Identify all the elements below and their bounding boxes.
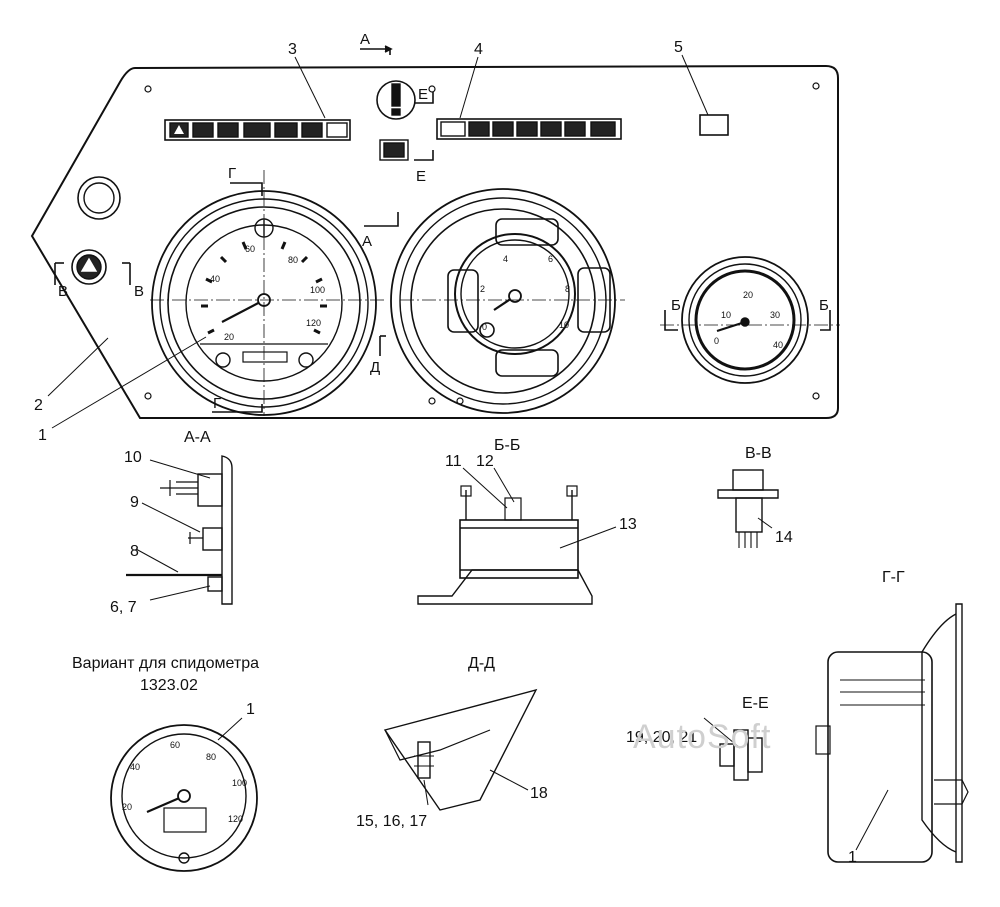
svg-text:13: 13 [619,516,637,533]
panel-outline [30,64,839,419]
svg-text:Е: Е [418,86,428,103]
svg-text:40: 40 [210,274,220,284]
svg-text:2: 2 [34,397,43,414]
svg-text:В-В: В-В [745,445,772,462]
section-vv [717,469,779,548]
svg-text:10: 10 [559,320,569,330]
svg-text:А: А [360,31,370,48]
svg-text:Вариант для спидометра: Вариант для спидометра [72,655,259,672]
svg-text:120: 120 [306,318,321,328]
section-bb-labels: Б-Б 11 12 13 [445,437,637,533]
mounting-screws [144,82,820,405]
svg-text:Г: Г [228,165,236,182]
centre-lines [150,170,840,416]
svg-text:1: 1 [848,849,857,866]
section-aa-labels: А-А 10 9 8 6, 7 [110,429,211,616]
svg-text:1: 1 [38,427,47,444]
hazard-switch [71,249,107,285]
section-aa [126,455,233,605]
callout-numbers-top: 3 4 5 2 1 [34,39,683,444]
svg-text:Д: Д [370,359,380,376]
svg-text:5: 5 [674,39,683,56]
svg-text:8: 8 [130,543,139,560]
warning-lamp-block [164,119,351,141]
svg-text:А-А: А-А [184,429,211,446]
svg-text:8: 8 [565,284,570,294]
svg-text:120: 120 [228,814,243,824]
indicator-lamp-block [436,118,622,140]
section-gg-labels: Г-Г 1 [848,569,905,866]
section-cut-marks [54,45,831,413]
gauge-scale-labels: 0 10 20 30 40 [714,290,783,350]
svg-text:80: 80 [206,752,216,762]
svg-text:Е-Е: Е-Е [742,695,769,712]
svg-text:40: 40 [773,340,783,350]
svg-text:Б-Б: Б-Б [494,437,520,454]
svg-text:6, 7: 6, 7 [110,599,137,616]
svg-text:Д-Д: Д-Д [468,655,495,672]
single-indicator-lamp [699,114,729,136]
section-ee [703,717,763,781]
svg-text:В: В [58,283,68,300]
svg-text:20: 20 [224,332,234,342]
section-vv-labels: В-В 14 [745,445,793,546]
svg-text:А: А [362,233,372,250]
section-aa-leaders [135,459,211,601]
variant-scale-labels: 20 40 60 80 100 120 [122,740,247,824]
svg-text:11: 11 [445,453,462,470]
svg-text:3: 3 [288,41,297,58]
svg-text:10: 10 [721,310,731,320]
watermark: AutoSoft [633,718,771,756]
variant-speedometer: 20 40 60 80 100 120 [110,717,258,872]
svg-text:20: 20 [122,802,132,812]
svg-text:2: 2 [480,284,485,294]
alarm-lamp [376,80,416,120]
svg-text:Г-Г: Г-Г [882,569,905,586]
svg-text:10: 10 [124,449,142,466]
svg-text:6: 6 [548,254,553,264]
panel-round-button [77,176,121,220]
section-dd-labels: Д-Д 15, 16, 17 18 [356,655,548,830]
svg-text:19, 20, 21: 19, 20, 21 [626,729,697,746]
svg-text:100: 100 [310,285,325,295]
svg-text:Г: Г [213,395,221,412]
svg-text:4: 4 [474,41,483,58]
svg-text:1323.02: 1323.02 [140,677,198,694]
speedometer-scale-labels: 20 40 60 80 100 120 [210,244,325,342]
section-bb [417,485,593,605]
svg-text:В: В [134,283,144,300]
svg-text:60: 60 [245,244,255,254]
tachometer-combination: 0 2 4 6 8 10 [390,188,616,414]
svg-text:1: 1 [246,701,255,718]
svg-text:0: 0 [482,322,487,332]
svg-text:Б: Б [671,297,681,314]
svg-text:0: 0 [714,336,719,346]
svg-text:15, 16, 17: 15, 16, 17 [356,813,427,830]
variant-caption: Вариант для спидометра 1323.02 1 [72,655,259,718]
svg-text:Е: Е [416,168,426,185]
section-gg [815,603,969,863]
section-bb-leaders [462,467,617,549]
svg-text:80: 80 [288,255,298,265]
tachometer-scale-labels: 0 2 4 6 8 10 [480,254,570,332]
headlight-indicator [379,139,409,161]
section-ee-labels: Е-Е 19, 20, 21 [626,695,769,746]
svg-text:14: 14 [775,529,793,546]
svg-text:9: 9 [130,494,139,511]
svg-text:40: 40 [130,762,140,772]
svg-text:30: 30 [770,310,780,320]
svg-text:4: 4 [503,254,508,264]
svg-text:20: 20 [743,290,753,300]
section-cut-letters: А А Г Г Е Е Б Б В В Д [58,31,829,412]
svg-text:Б: Б [819,297,829,314]
svg-text:100: 100 [232,778,247,788]
pressure-gauge: 0 10 20 30 40 [681,256,809,384]
svg-text:60: 60 [170,740,180,750]
svg-text:18: 18 [530,785,548,802]
section-dd [383,688,538,811]
callout-leaders-top [47,54,709,429]
svg-text:12: 12 [476,453,494,470]
